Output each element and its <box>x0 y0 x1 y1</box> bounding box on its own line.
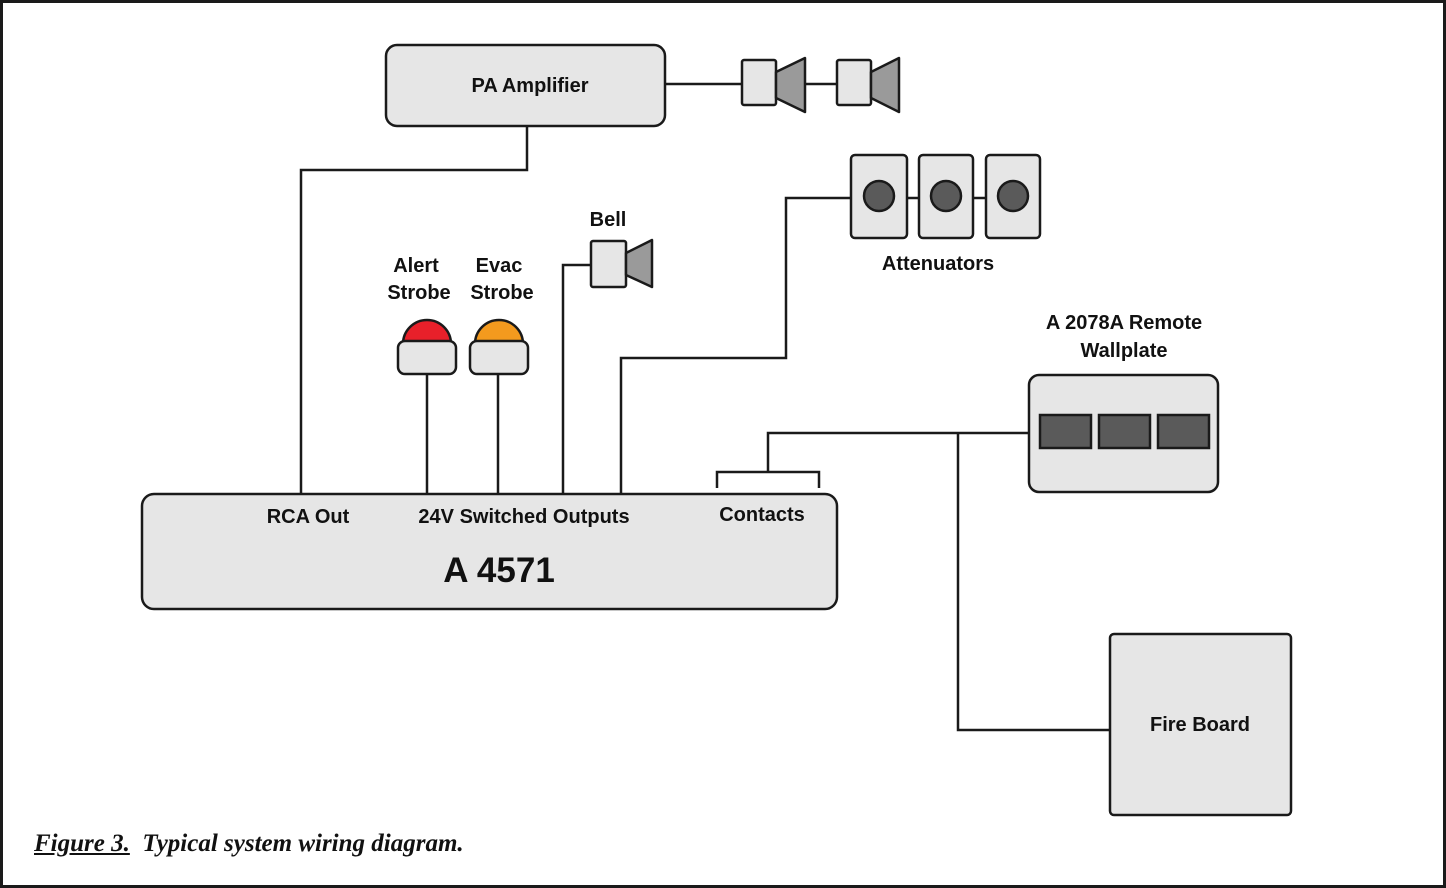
attenuators-label: Attenuators <box>882 253 994 275</box>
wallplate-button-icon <box>1097 413 1152 450</box>
wires <box>299 82 1110 732</box>
alert-strobe-label-line2: Strobe <box>387 282 450 304</box>
speaker-icon <box>835 56 901 114</box>
attenuator-knob-icon <box>996 179 1030 213</box>
bell-label: Bell <box>590 209 627 231</box>
remote-wallplate <box>1027 373 1220 494</box>
switched-outputs-label: 24V Switched Outputs <box>418 506 629 528</box>
evac-strobe-label-line2: Strobe <box>470 282 533 304</box>
wire-bell <box>561 263 591 494</box>
main-unit-label: A 4571 <box>443 551 555 590</box>
alert-strobe-icon <box>396 318 458 376</box>
pa-amplifier-label: PA Amplifier <box>471 75 588 97</box>
figure-number: Figure 3. <box>34 830 130 857</box>
wallplate-button-icon <box>1156 413 1211 450</box>
contacts-bracket <box>715 431 1029 488</box>
wire-amp-to-rca <box>299 126 529 494</box>
rca-out-label: RCA Out <box>267 506 350 528</box>
fire-board-label: Fire Board <box>1150 714 1250 736</box>
fire-board: Fire Board <box>1108 632 1293 817</box>
bell-icon <box>589 238 654 289</box>
figure-caption: Figure 3. Typical system wiring diagram. <box>34 830 464 858</box>
wallplate-button-icon <box>1038 413 1093 450</box>
wire-fire-board <box>956 433 1110 732</box>
evac-strobe-icon <box>468 318 530 376</box>
attenuator-knob-icon <box>929 179 963 213</box>
speaker-icon <box>740 56 807 114</box>
pa-amplifier: PA Amplifier <box>384 43 667 128</box>
contacts-label: Contacts <box>719 504 805 526</box>
main-unit: RCA Out 24V Switched Outputs Contacts A … <box>140 492 839 611</box>
evac-strobe-label-line1: Evac <box>476 255 523 277</box>
alert-strobe-label-line1: Alert <box>393 255 439 277</box>
wallplate-label-line2: Wallplate <box>1080 340 1167 362</box>
figure-caption-text: Typical system wiring diagram. <box>142 830 464 857</box>
wallplate-label-line1: A 2078A Remote <box>1046 312 1202 334</box>
attenuators <box>849 153 1042 240</box>
wire-attenuators <box>619 196 851 494</box>
attenuator-knob-icon <box>862 179 896 213</box>
